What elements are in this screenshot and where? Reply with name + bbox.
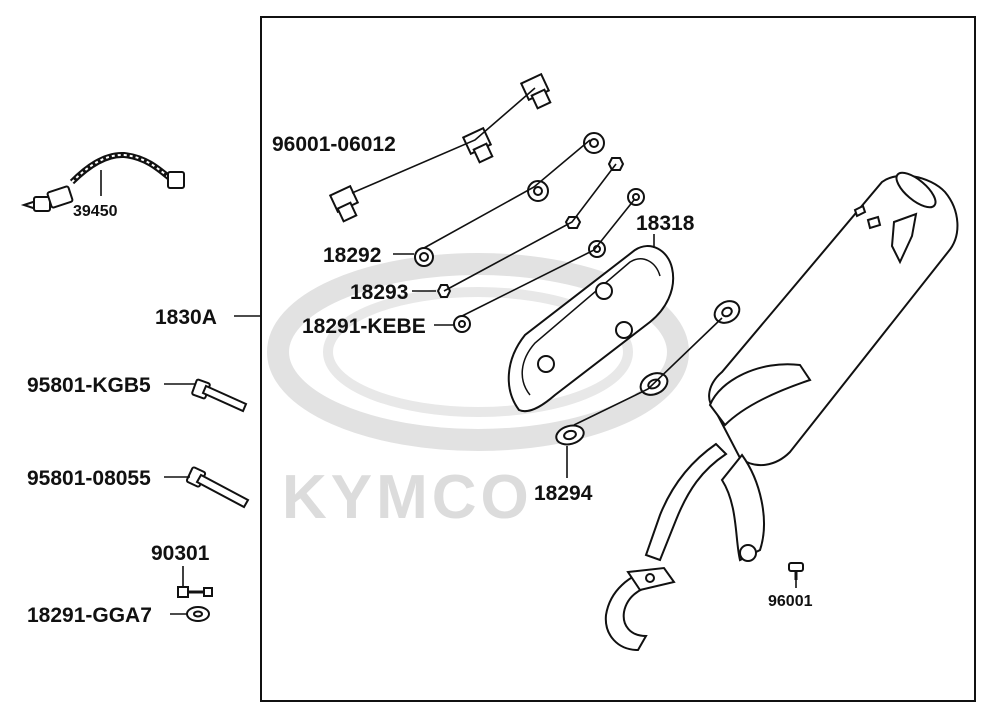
heat-shield-icon[interactable] — [507, 245, 675, 413]
muffler-icon[interactable] — [604, 167, 959, 652]
label-18294: 18294 — [534, 482, 593, 505]
label-18291-kebe: 18291-KEBE — [302, 315, 426, 338]
washer-icon-18292[interactable] — [414, 247, 434, 267]
flange-bolt-icon-2[interactable] — [461, 126, 494, 164]
leader-96001-06012 — [351, 87, 536, 194]
clip-bolt-icon-90301[interactable] — [177, 586, 213, 598]
label-96001: 96001 — [768, 593, 813, 610]
washer-icon-18291-gga7[interactable] — [186, 606, 210, 622]
oxygen-sensor-icon[interactable] — [20, 151, 185, 212]
label-18318: 18318 — [636, 212, 695, 235]
flange-bolt-icon-3[interactable] — [519, 72, 552, 110]
leader-washers — [423, 139, 591, 249]
flange-bolt-icon-1[interactable] — [328, 184, 360, 223]
assembly-frame — [260, 16, 976, 702]
collar-icon-top[interactable] — [627, 188, 645, 206]
leader-nuts — [443, 163, 617, 292]
long-bolt-icon-95801-08055[interactable] — [185, 466, 250, 509]
label-96001-06012: 96001-06012 — [272, 133, 396, 156]
gasket-icon-18294[interactable] — [554, 423, 586, 448]
kymco-watermark: KYMCO — [267, 253, 689, 532]
washer-icon-upper-2[interactable] — [583, 132, 605, 154]
collar-icon-mid[interactable] — [588, 240, 606, 258]
label-18291-gga7: 18291-GGA7 — [27, 604, 152, 627]
collar-icon-18291-kebe[interactable] — [453, 315, 471, 333]
gasket-icon-top[interactable] — [711, 297, 744, 327]
label-39450: 39450 — [73, 203, 118, 220]
watermark-text: KYMCO — [282, 463, 533, 532]
label-18292: 18292 — [323, 244, 381, 267]
small-bolt-icon-96001[interactable] — [788, 562, 804, 580]
leader-gaskets — [573, 317, 723, 426]
nut-icon-mid[interactable] — [564, 216, 582, 229]
label-18293: 18293 — [350, 281, 408, 304]
long-bolt-icon-95801-kgb5[interactable] — [191, 378, 248, 413]
leader-collars — [461, 199, 635, 317]
label-95801-kgb5: 95801-KGB5 — [27, 374, 151, 397]
label-1830A: 1830A — [155, 306, 217, 329]
label-95801-08055: 95801-08055 — [27, 467, 151, 490]
label-90301: 90301 — [151, 542, 210, 565]
